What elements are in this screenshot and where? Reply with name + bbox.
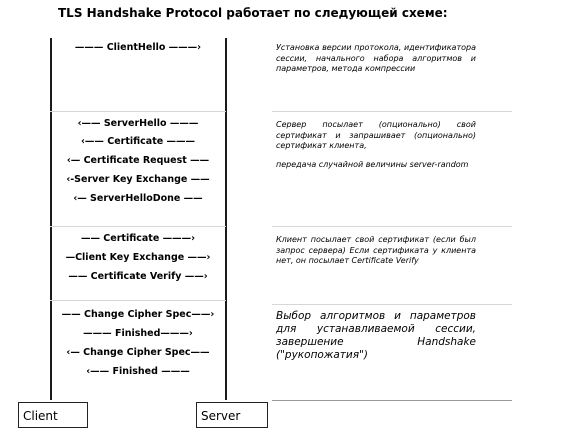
message-finished: ‹—— Finished ———: [86, 366, 190, 377]
phase-separator: [272, 304, 512, 305]
message-certificate: ‹—— Certificate ———: [81, 136, 195, 147]
diagram-title: TLS Handshake Protocol работает по следу…: [58, 6, 448, 20]
message-server-hello: ‹—— ServerHello ———: [77, 118, 199, 129]
message-certificate-verify: —— Certificate Verify ——›: [68, 271, 208, 282]
message-change-cipher-spec: —— Change Cipher Spec——›: [61, 309, 215, 320]
phase-1-description: Установка версии протокола, идентификато…: [276, 43, 476, 73]
message-finished: ——— Finished———›: [83, 328, 193, 339]
phase-2-description: Сервер посылает (опционально) свой серти…: [276, 120, 476, 169]
client-lifeline: [50, 38, 52, 400]
message-client-key-exchange: —Client Key Exchange ——›: [65, 252, 211, 263]
message-change-cipher-spec: ‹— Change Cipher Spec——: [66, 347, 210, 358]
phase-separator: [50, 226, 226, 227]
message-certificate-request: ‹— Certificate Request ——: [66, 155, 210, 166]
client-label: Client: [18, 402, 88, 428]
phase-3-description: Клиент посылает свой сертификат (если бы…: [276, 235, 476, 265]
message-server-key-exchange: ‹-Server Key Exchange ——: [66, 174, 210, 185]
phase-separator: [50, 300, 226, 301]
message-client-hello: ——— ClientHello ———›: [74, 42, 202, 53]
phase-separator: [272, 226, 512, 227]
server-lifeline: [225, 38, 227, 400]
baseline-divider: [272, 400, 512, 401]
phase-separator: [50, 111, 226, 112]
message-certificate: —— Certificate ———›: [81, 233, 195, 244]
message-server-hello-done: ‹— ServerHelloDone ——: [73, 193, 203, 204]
server-label: Server: [196, 402, 268, 428]
phase-4-description: Выбор алгоритмов и параметров для устана…: [276, 310, 476, 361]
phase-separator: [272, 111, 512, 112]
